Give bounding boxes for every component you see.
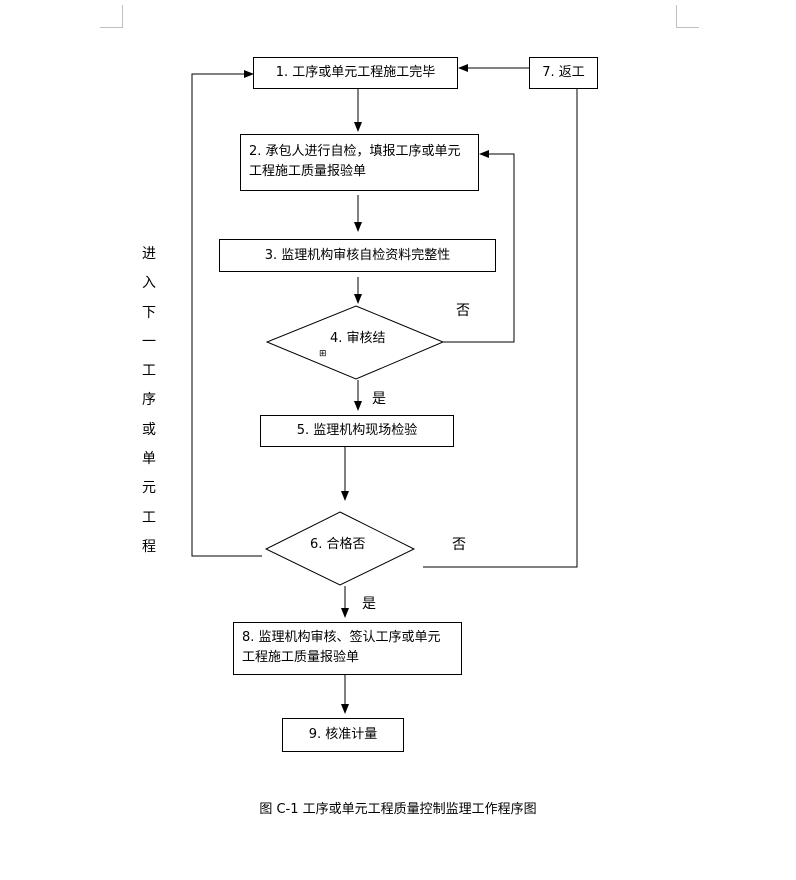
arrow-6-yes-to-1 bbox=[191, 70, 262, 557]
step-5-box: 5. 监理机构现场检验 bbox=[260, 415, 454, 447]
label-yes-decision-4: 是 bbox=[372, 391, 386, 407]
step-5-text: 5. 监理机构现场检验 bbox=[296, 423, 418, 438]
step-1-text: 1. 工序或单元工程施工完毕 bbox=[275, 65, 436, 80]
page-corner-top-left bbox=[100, 5, 123, 28]
step-8-text: 8. 监理机构审核、签认工序或单元工程施工质量报验单 bbox=[242, 630, 441, 665]
step-7-box: 7. 返工 bbox=[529, 57, 598, 89]
step-1-box: 1. 工序或单元工程施工完毕 bbox=[253, 57, 458, 89]
step-9-box: 9. 核准计量 bbox=[282, 718, 404, 752]
decision-4-mark: ⊞ bbox=[319, 349, 327, 359]
step-8-box: 8. 监理机构审核、签认工序或单元工程施工质量报验单 bbox=[233, 622, 462, 675]
label-yes-decision-6: 是 bbox=[362, 596, 376, 612]
page-corner-top-right bbox=[676, 5, 699, 28]
decision-4-text: 4. 审核结 bbox=[330, 331, 386, 346]
step-2-box: 2. 承包人进行自检，填报工序或单元工程施工质量报验单 bbox=[240, 134, 479, 191]
decision-6-diamond bbox=[264, 511, 416, 586]
decision-6-text: 6. 合格否 bbox=[310, 537, 366, 552]
label-no-decision-6: 否 bbox=[452, 537, 466, 553]
step-3-box: 3. 监理机构审核自检资料完整性 bbox=[219, 239, 496, 272]
decision-4-diamond bbox=[265, 305, 445, 380]
step-7-text: 7. 返工 bbox=[542, 65, 585, 80]
side-label-next-process: 进入下一工序或单元工程 bbox=[142, 246, 156, 555]
figure-caption: 图 C-1 工序或单元工程质量控制监理工作程序图 bbox=[259, 802, 537, 817]
step-2-text: 2. 承包人进行自检，填报工序或单元工程施工质量报验单 bbox=[249, 144, 461, 179]
label-no-decision-4: 否 bbox=[456, 303, 470, 319]
line-6-no-to-7 bbox=[423, 88, 578, 568]
step-9-text: 9. 核准计量 bbox=[308, 727, 378, 742]
arrow-4-no-to-2 bbox=[443, 150, 515, 343]
step-3-text: 3. 监理机构审核自检资料完整性 bbox=[264, 247, 451, 263]
